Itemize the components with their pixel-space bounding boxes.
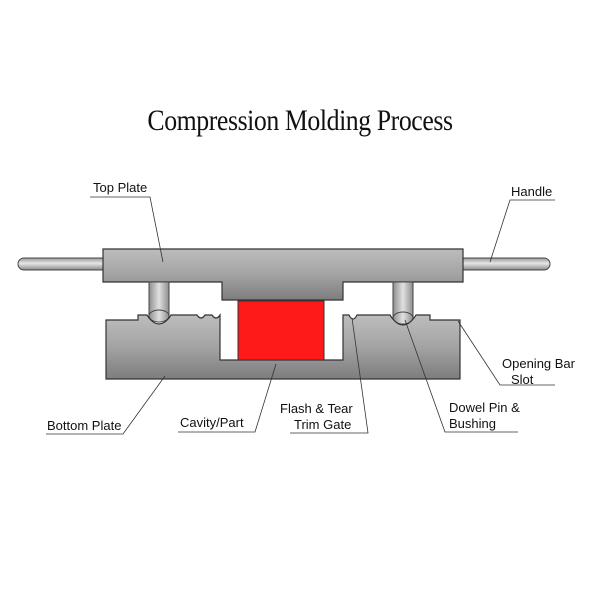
label-bushing: Bushing — [449, 416, 496, 431]
leader-top-plate — [90, 196, 164, 263]
dowel-pin-left — [148, 281, 170, 323]
cavity-part — [237, 300, 325, 361]
leader-dowel-pin — [404, 319, 518, 433]
leader-bottom-plate — [46, 375, 166, 435]
dowel-pin-right — [392, 281, 414, 325]
label-handle: Handle — [511, 184, 553, 199]
label-opening-bar: Opening Bar — [502, 356, 575, 371]
leader-cavity-part — [178, 363, 277, 433]
label-slot: Slot — [511, 372, 534, 387]
label-dowel-pin: Dowel Pin & — [449, 400, 520, 415]
handle-left — [17, 257, 109, 271]
label-cavity-part: Cavity/Part — [180, 415, 244, 430]
label-top-plate: Top Plate — [93, 180, 148, 195]
handle-right — [457, 257, 551, 271]
leader-handle — [489, 199, 555, 263]
label-bottom-plate: Bottom Plate — [47, 418, 122, 433]
diagram-title: Compression Molding Process — [147, 104, 453, 137]
leader-flash-trim-gate — [290, 317, 369, 434]
top-plate — [102, 248, 464, 301]
bottom-plate — [105, 313, 461, 380]
label-flash-tear: Flash & Tear — [280, 401, 353, 416]
label-trim-gate: Trim Gate — [294, 417, 352, 432]
leader-lines — [46, 196, 555, 435]
leader-opening-bar-slot — [457, 320, 555, 386]
